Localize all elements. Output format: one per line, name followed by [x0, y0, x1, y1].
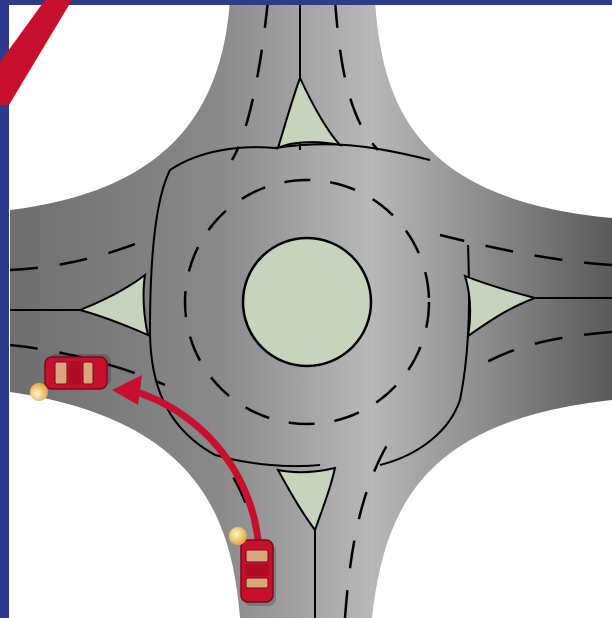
- corner-stripe: [0, 0, 72, 105]
- car-west-exit: [30, 354, 111, 401]
- south-splitter-island: [276, 466, 337, 533]
- south-right-dashes: [343, 439, 392, 618]
- frame-left-border: [0, 0, 9, 618]
- car-rear-window: [82, 361, 94, 385]
- east-lower-dashes: [469, 330, 612, 374]
- central-island: [241, 236, 373, 368]
- car-windshield: [245, 549, 269, 563]
- east-splitter-island: [463, 274, 539, 339]
- north-left-dashes: [230, 0, 270, 161]
- west-lower-dashes: [9, 343, 166, 387]
- car-south-entry: [229, 527, 276, 606]
- indicator-light: [30, 383, 48, 401]
- car-rear-window: [245, 577, 269, 589]
- west-upper-dashes: [9, 236, 151, 272]
- circulating-lane-marking: [183, 178, 431, 426]
- frame-top-border: [0, 0, 612, 5]
- car-windshield: [54, 361, 68, 385]
- arrow-head: [112, 375, 142, 405]
- north-right-dashes: [333, 0, 379, 151]
- north-splitter-island: [276, 75, 343, 150]
- turning-path-arrow: [112, 375, 262, 544]
- west-splitter-island: [76, 272, 150, 337]
- east-upper-dashes: [439, 233, 612, 267]
- indicator-light: [229, 527, 247, 545]
- splitter-islands: [76, 75, 539, 533]
